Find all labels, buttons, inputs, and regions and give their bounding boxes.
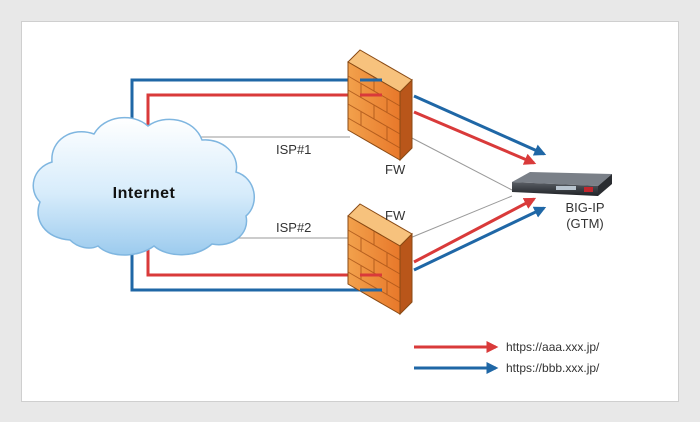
blue-path-top	[130, 78, 382, 125]
blue-path-bottom	[130, 245, 382, 292]
legend-aaa-label: https://aaa.xxx.jp/	[506, 340, 600, 354]
blue-path-top-out	[413, 94, 547, 156]
red-path-top-out	[413, 110, 537, 165]
fw-bottom-label: FW	[385, 208, 406, 223]
internet-label: Internet	[112, 185, 176, 202]
isp2-label: ISP#2	[276, 220, 312, 235]
firewall-top	[347, 49, 413, 162]
fw1-to-device-line	[409, 136, 513, 191]
legend-bbb-label: https://bbb.xxx.jp/	[506, 361, 600, 375]
blue-path-bottom-out	[413, 206, 547, 272]
device-label-line1: BIG-IP	[565, 200, 605, 215]
isp1-label: ISP#1	[276, 142, 312, 157]
red-path-bottom-out	[413, 197, 537, 264]
red-path-top	[146, 93, 382, 125]
red-path-bottom	[146, 245, 382, 277]
fw2-to-device-line	[409, 195, 513, 239]
bigip-device	[512, 172, 612, 196]
fw-top-label: FW	[385, 162, 406, 177]
internet-cloud	[32, 116, 255, 256]
device-label-line2: (GTM)	[566, 216, 604, 231]
